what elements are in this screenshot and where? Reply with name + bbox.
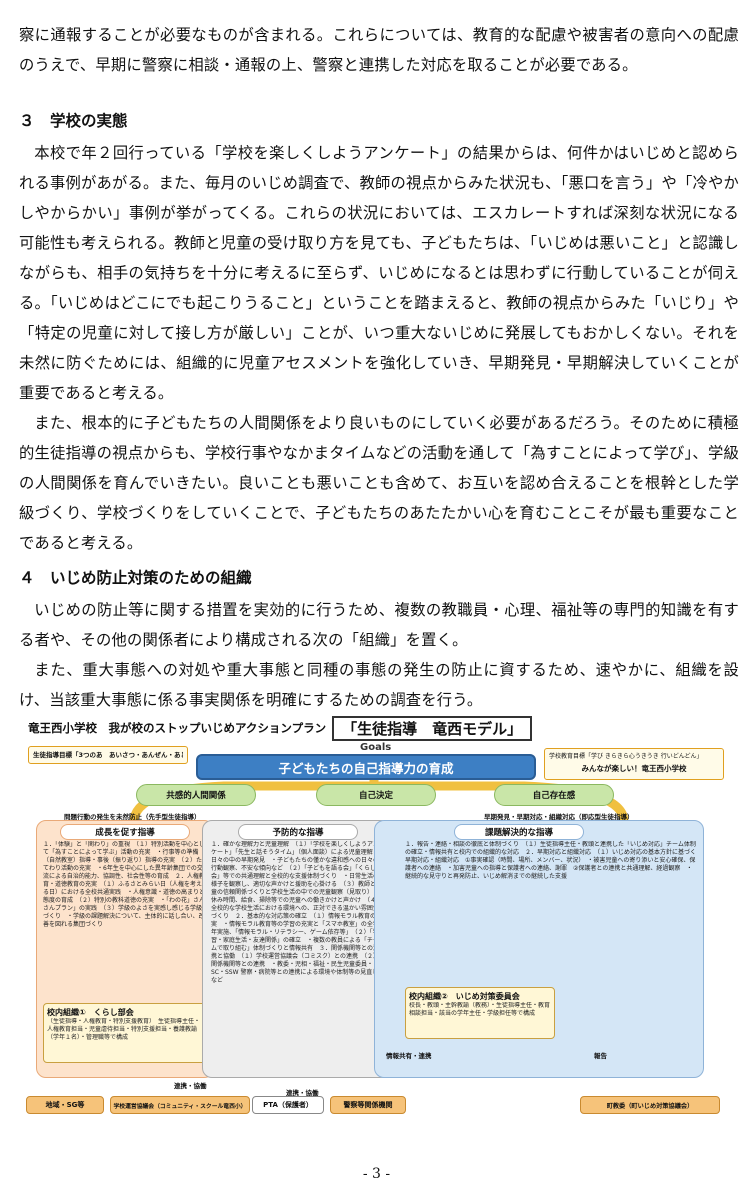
figure-title: 竜王西小学校 我が校のストップいじめアクションプラン 「生徒指導 竜西モデル」 bbox=[28, 715, 533, 741]
column-preventive-title: 予防的な指導 bbox=[238, 824, 358, 840]
figure-title-big: 「生徒指導 竜西モデル」 bbox=[332, 715, 533, 741]
section3-body: 本校で年２回行っている「学校を楽しくしようアンケート」の結果からは、何件かはいじ… bbox=[19, 138, 739, 558]
top-label-right: 早期発見・早期対応・組織対応（即応型生徒指導） bbox=[484, 813, 634, 821]
section4-heading: ４ いじめ防止対策のための組織 bbox=[19, 569, 252, 587]
column-growth: １．「体験」と「関わり」の重視 （１）特別活動を中心として「為すことによって学ぶ… bbox=[36, 820, 214, 1078]
section4-paragraph-2: また、重大事態への対処や重大事態と同種の事態の発生の防止に資するため、速やかに、… bbox=[19, 661, 739, 709]
column-problem-solving-title: 課題解決的な指導 bbox=[454, 824, 584, 840]
goal-right-box: 学校教育目標「学び きらきら心うきうき 行いどんどん」 みんなが楽しい！竜王西小… bbox=[544, 748, 724, 780]
page-number: - 3 - bbox=[362, 1166, 391, 1182]
column-problem-solving: １．報告・連絡・相談の徹底と体制づくり （１）生徒指導主任・教頭と連携した「いじ… bbox=[374, 820, 704, 1078]
section4-paragraph-1: いじめの防止等に関する措置を実効的に行うため、複数の教職員・心理、福祉等の専門的… bbox=[19, 601, 739, 649]
bottom-box-police: 警察等関係機関 bbox=[330, 1096, 406, 1114]
link-label-2: 情報共有・連携 bbox=[386, 1052, 432, 1060]
link-label-4: 連携・協働 bbox=[286, 1089, 319, 1097]
pill-self-decision: 自己決定 bbox=[316, 784, 436, 806]
goals-main-box: 子どもたちの自己指導力の育成 bbox=[196, 754, 536, 780]
section3-paragraph-1: 本校で年２回行っている「学校を楽しくしようアンケート」の結果からは、何件かはいじ… bbox=[19, 144, 739, 402]
bottom-box-community: 地域・SG等 bbox=[26, 1096, 104, 1114]
bottom-box-board-of-education: 町教委（町いじめ対策協議会） bbox=[580, 1096, 720, 1114]
bottom-box-school-council: 学校運営協議会（コミュニティ・スクール竜西小） bbox=[110, 1096, 250, 1114]
intro-paragraph: 察に通報することが必要なものが含まれる。これらについては、教育的な配慮や被害者の… bbox=[19, 26, 739, 74]
column-growth-title: 成長を促す指導 bbox=[60, 824, 190, 840]
column-preventive: １．確かな理解力と児童理解 （１）「学校を楽しくしようアンケート」「先生と話そう… bbox=[202, 820, 390, 1078]
action-plan-figure: 竜王西小学校 我が校のストップいじめアクションプラン 「生徒指導 竜西モデル」 … bbox=[24, 712, 730, 1142]
figure-title-small: 竜王西小学校 我が校のストップいじめアクションプラン bbox=[28, 721, 327, 735]
link-label-3: 報告 bbox=[594, 1052, 607, 1060]
goal-left-box: 生徒指導目標「3つのあ あいさつ・あんぜん・あとしまつ」 bbox=[28, 746, 188, 764]
org1-box: 校内組織① くらし部会 （生徒指導・人権教育・特別支援教育） 生徒指導主任・人権… bbox=[43, 1003, 207, 1063]
link-label-1: 連携・協働 bbox=[174, 1082, 207, 1090]
pill-empathy: 共感的人間関係 bbox=[136, 784, 256, 806]
section4-body: いじめの防止等に関する措置を実効的に行うため、複数の教職員・心理、福祉等の専門的… bbox=[19, 595, 739, 715]
bottom-box-pta: PTA（保護者） bbox=[252, 1096, 324, 1114]
goals-label: Goals bbox=[360, 742, 392, 753]
top-label-left: 問題行動の発生を未然防止（先手型生徒指導） bbox=[64, 813, 201, 821]
org2-box: 校内組織② いじめ対策委員会 校長・教頭・主幹教諭（教務）・生徒指導主任・教育相… bbox=[405, 987, 555, 1039]
pill-self-presence: 自己存在感 bbox=[494, 784, 614, 806]
section3-heading: ３ 学校の実態 bbox=[19, 112, 128, 130]
section3-paragraph-2: また、根本的に子どもたちの人間関係をより良いものにしていく必要があるだろう。その… bbox=[19, 414, 739, 552]
